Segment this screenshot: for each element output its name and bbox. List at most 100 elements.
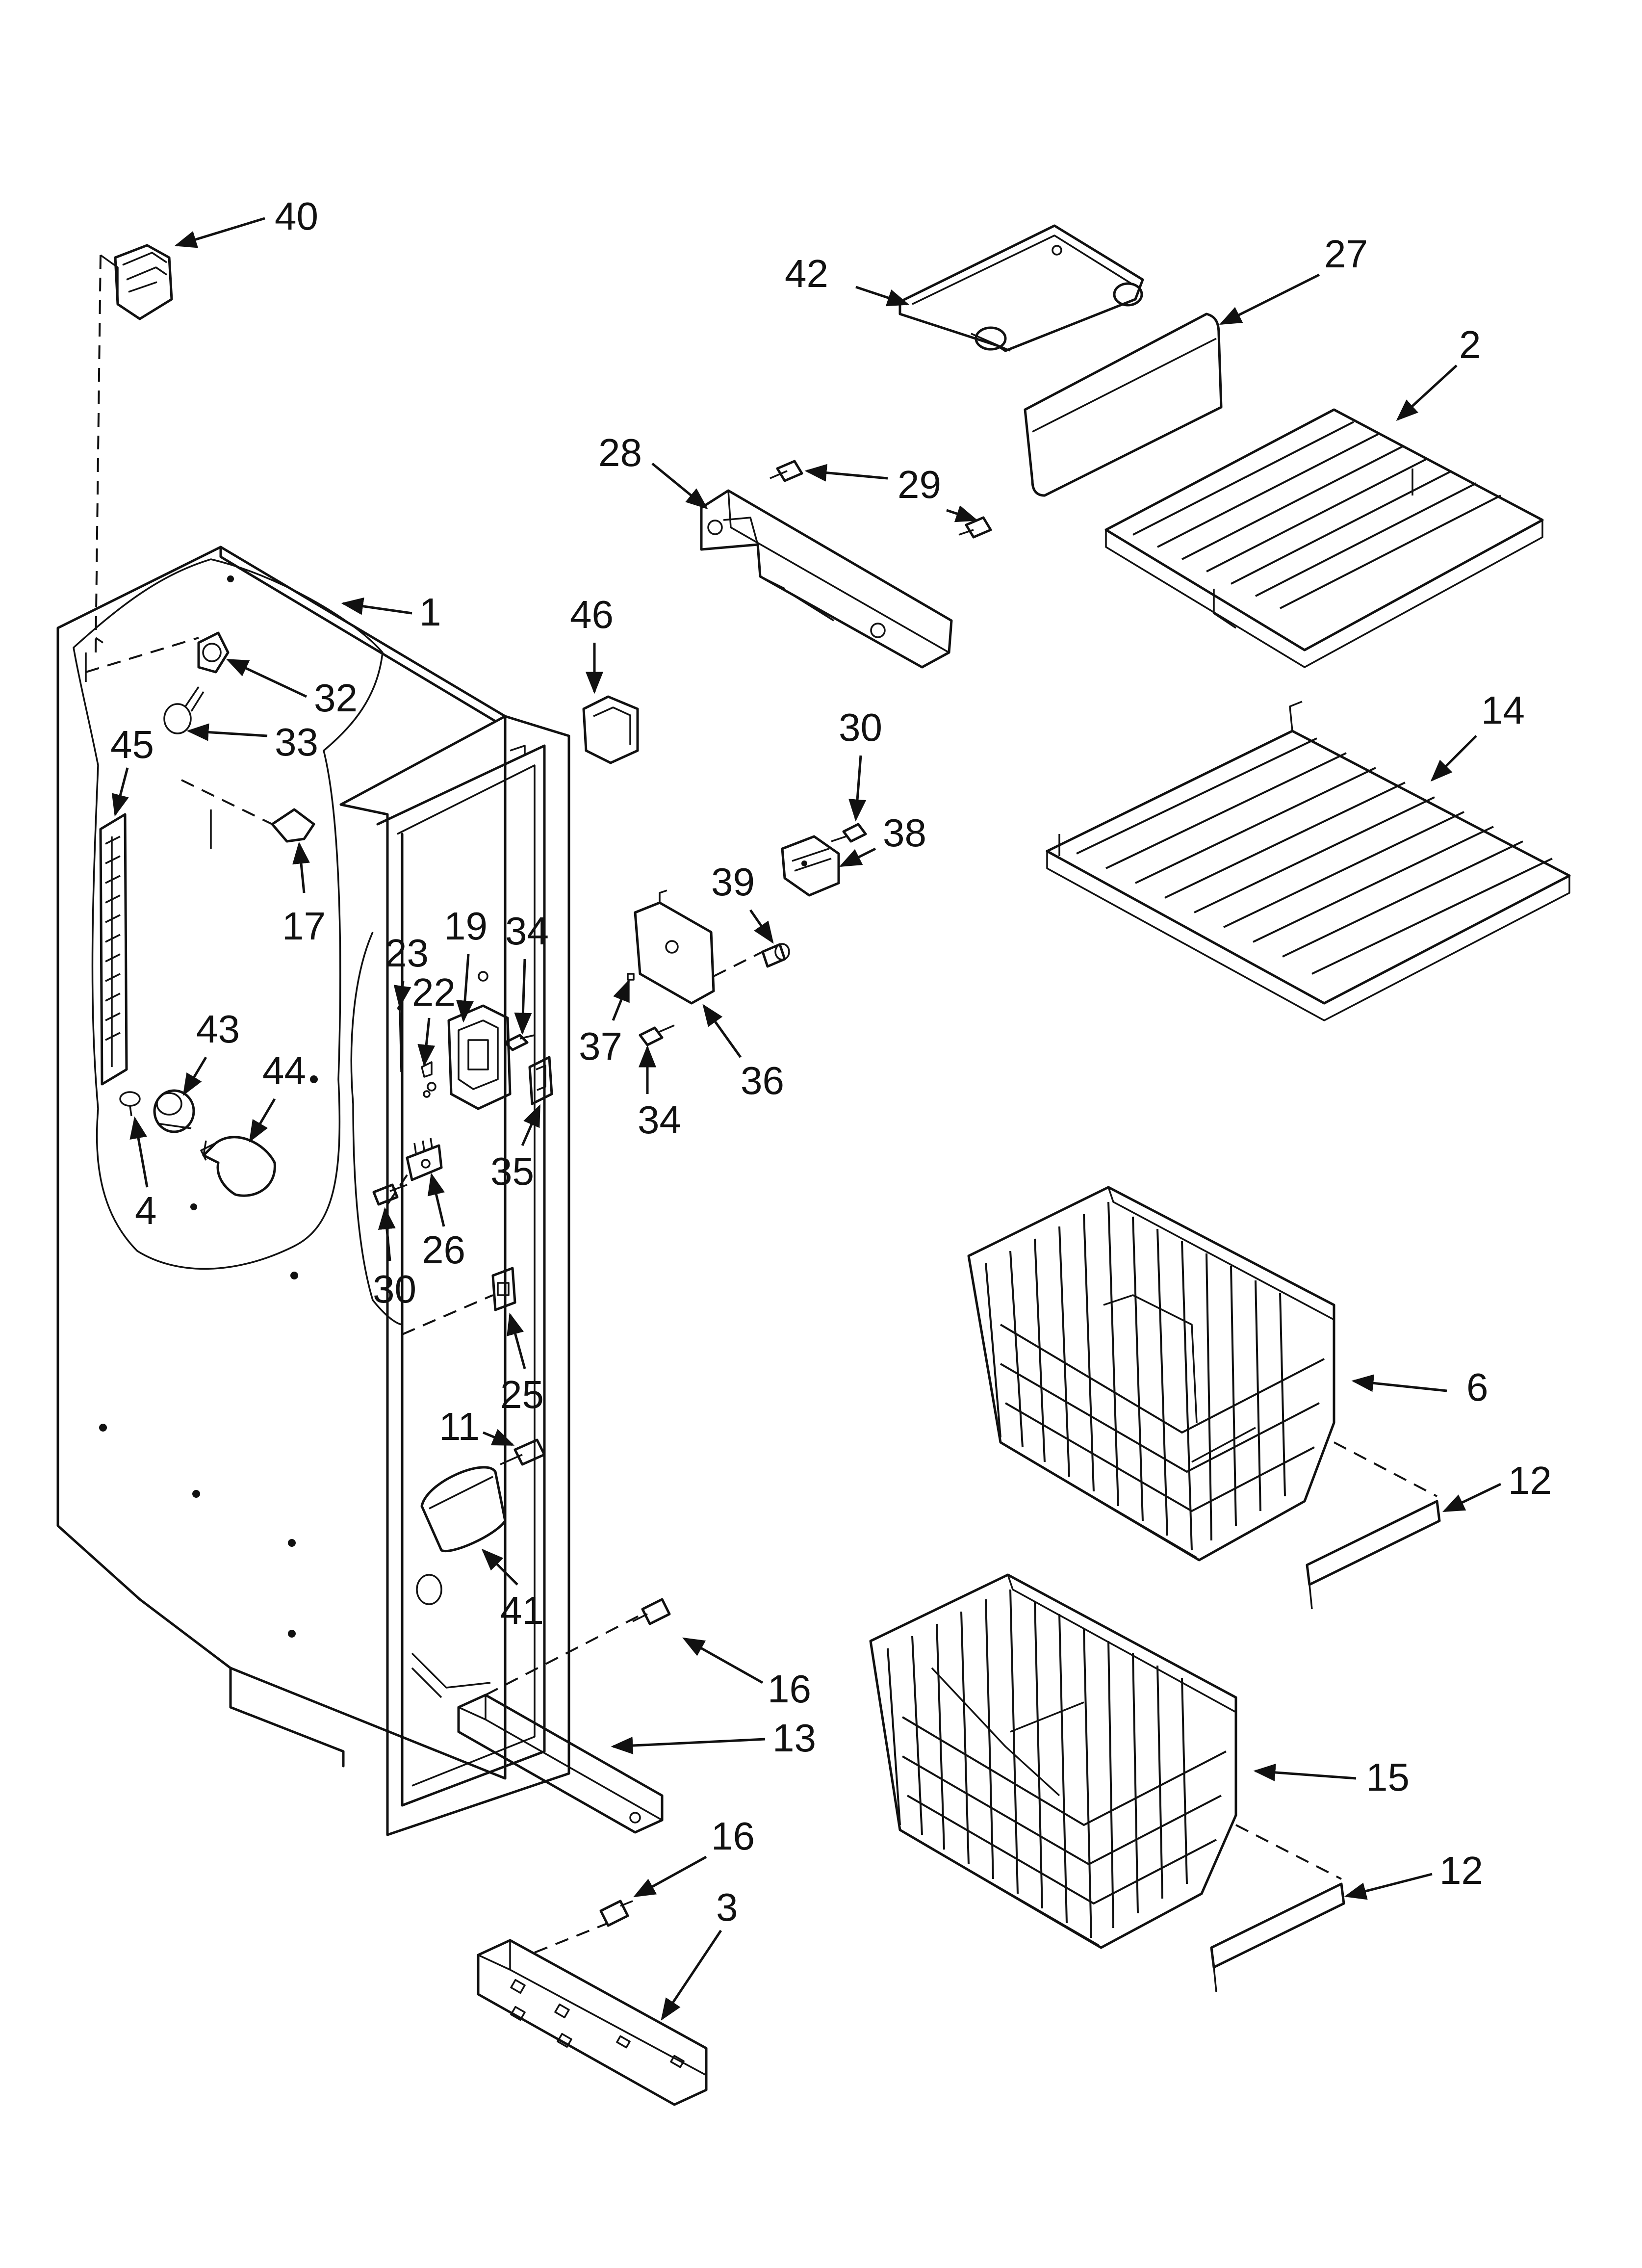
callout-38: 38 <box>839 811 926 867</box>
callout-16a: 16 <box>682 1637 811 1711</box>
callout-13: 13 <box>611 1716 816 1760</box>
callout-1: 1 <box>341 590 441 634</box>
hinge-bar-part-42 <box>898 224 1144 352</box>
callout-layer: 40 42 27 28 29 2 1 46 <box>110 194 1552 2021</box>
svg-text:25: 25 <box>500 1373 544 1416</box>
callout-4: 4 <box>129 1116 157 1232</box>
svg-text:23: 23 <box>385 931 429 975</box>
fan-bracket-part-36 <box>634 889 763 1005</box>
svg-text:30: 30 <box>373 1267 416 1311</box>
svg-text:28: 28 <box>598 431 642 474</box>
cover-part-27 <box>1024 313 1223 497</box>
vertical-rail-part-45 <box>99 813 128 1086</box>
grommet-part-39 <box>761 943 790 968</box>
callout-37: 37 <box>579 979 630 1068</box>
callout-16b: 16 <box>633 1814 755 1898</box>
callout-17: 17 <box>282 841 326 948</box>
callout-36: 36 <box>702 1004 784 1102</box>
callout-3: 3 <box>661 1885 738 2021</box>
svg-text:30: 30 <box>839 705 882 749</box>
svg-text:43: 43 <box>196 1007 240 1051</box>
screw-part-16a <box>632 1598 671 1625</box>
callout-26: 26 <box>422 1173 465 1272</box>
svg-text:22: 22 <box>412 970 456 1014</box>
svg-text:35: 35 <box>490 1149 534 1193</box>
callout-6: 6 <box>1351 1365 1488 1409</box>
board-part-38 <box>781 835 840 897</box>
callout-44: 44 <box>249 1049 306 1143</box>
screw-part-29a <box>770 460 803 482</box>
callout-23: 23 <box>385 931 429 1008</box>
svg-text:12: 12 <box>1508 1459 1552 1502</box>
callout-30a: 30 <box>839 705 882 822</box>
bracket-part-35 <box>528 1056 553 1105</box>
svg-text:2: 2 <box>1459 323 1481 366</box>
wire-shelf-part-2 <box>1104 408 1544 668</box>
svg-text:44: 44 <box>262 1049 306 1093</box>
bracket-part-46 <box>582 695 639 764</box>
callout-34a: 34 <box>505 909 549 1035</box>
light-bulb-part-33 <box>163 686 205 734</box>
light-bulb-part-44 <box>200 1136 276 1197</box>
svg-text:32: 32 <box>314 676 358 720</box>
callout-19: 19 <box>444 904 487 1023</box>
callout-42: 42 <box>785 252 910 307</box>
clip-part-17 <box>181 779 315 849</box>
screw-part-11 <box>500 1438 546 1466</box>
svg-text:14: 14 <box>1481 688 1525 732</box>
callout-35: 35 <box>490 1104 541 1193</box>
svg-text:12: 12 <box>1439 1849 1483 1892</box>
svg-text:16: 16 <box>711 1814 755 1858</box>
callout-41: 41 <box>481 1548 544 1632</box>
callout-46: 46 <box>570 593 614 694</box>
svg-text:13: 13 <box>772 1716 816 1760</box>
svg-text:39: 39 <box>711 860 755 904</box>
svg-text:17: 17 <box>282 904 326 948</box>
switch-part-25 <box>402 1267 516 1335</box>
svg-text:34: 34 <box>638 1098 681 1142</box>
svg-text:15: 15 <box>1366 1755 1410 1799</box>
screw-part-30a <box>831 823 867 843</box>
callout-25: 25 <box>500 1312 544 1416</box>
callout-22: 22 <box>412 970 456 1067</box>
basket-part-6 <box>967 1186 1335 1562</box>
screw-part-16b <box>599 1900 633 1927</box>
svg-text:36: 36 <box>741 1059 784 1102</box>
screw-part-30b <box>372 1183 408 1206</box>
svg-text:16: 16 <box>768 1667 811 1711</box>
screw-part-34a <box>504 1034 535 1051</box>
svg-text:45: 45 <box>110 723 154 766</box>
callout-12a: 12 <box>1442 1459 1552 1512</box>
svg-text:1: 1 <box>419 590 441 634</box>
light-socket-part-32 <box>85 631 230 682</box>
callout-33: 33 <box>186 720 318 764</box>
callout-32: 32 <box>226 658 358 720</box>
freezer-liner-part-1 <box>56 546 570 1836</box>
callout-28: 28 <box>598 431 708 509</box>
callout-30b: 30 <box>373 1207 416 1311</box>
duct-part-28 <box>700 489 953 669</box>
socket-part-43 <box>153 1089 195 1133</box>
svg-text:11: 11 <box>439 1405 480 1448</box>
basket-part-15 <box>869 1573 1237 1949</box>
svg-text:6: 6 <box>1466 1365 1488 1409</box>
callout-15: 15 <box>1253 1755 1410 1799</box>
svg-text:19: 19 <box>444 904 487 948</box>
callout-40: 40 <box>174 194 318 248</box>
callout-2: 2 <box>1396 323 1481 421</box>
svg-text:29: 29 <box>898 463 941 506</box>
shelf-part-14 <box>1046 701 1571 1021</box>
svg-text:34: 34 <box>505 909 549 953</box>
svg-text:40: 40 <box>275 194 318 238</box>
svg-text:46: 46 <box>570 593 614 636</box>
svg-text:3: 3 <box>716 1885 738 1929</box>
callout-43: 43 <box>182 1007 240 1096</box>
clip-part-37 <box>627 973 635 981</box>
callout-45: 45 <box>110 723 154 817</box>
svg-text:38: 38 <box>883 811 926 855</box>
bracket-part-40 <box>95 244 173 653</box>
callout-11: 11 <box>439 1405 515 1448</box>
svg-text:37: 37 <box>579 1024 622 1068</box>
trim-part-12b <box>1210 1824 1345 1992</box>
